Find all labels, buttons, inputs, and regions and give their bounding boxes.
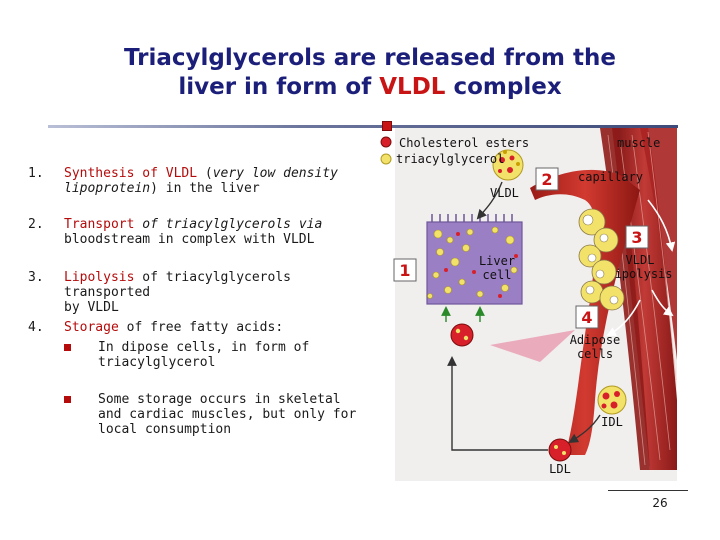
ldl-particle-icon bbox=[548, 438, 572, 462]
step-badge-2: 2 bbox=[535, 167, 559, 191]
cholesterol-ester-marker-icon bbox=[380, 136, 392, 148]
label-vldl-lipolysis-line1: VLDL bbox=[626, 253, 655, 267]
label-vldl-lipolysis-line2: lipolysis bbox=[607, 267, 672, 281]
list-number: 2. bbox=[28, 217, 44, 232]
triacylglycerol-marker-icon bbox=[380, 153, 392, 165]
text-fragment: of free fatty acids: bbox=[118, 320, 284, 335]
idl-particle-icon bbox=[597, 385, 627, 415]
sub-item-line: In dipose cells, in form of bbox=[98, 340, 310, 355]
vldl-particle-icon bbox=[450, 323, 474, 347]
secretion-arrow bbox=[476, 181, 503, 220]
text-fragment: ( bbox=[197, 166, 213, 181]
step-badge-1: 1 bbox=[393, 258, 417, 282]
step-number: 2 bbox=[541, 170, 552, 189]
list-number: 3. bbox=[28, 270, 44, 285]
keyword-synthesis: Synthesis of VLDL bbox=[64, 166, 198, 181]
text-italic: very low density bbox=[212, 166, 338, 181]
list-text: Lipolysis of triacylglycerols transporte… bbox=[64, 270, 379, 315]
list-number: 4. bbox=[28, 320, 44, 335]
label-capillary: capillary bbox=[578, 170, 643, 184]
text-italic: lipoprotein bbox=[64, 181, 151, 196]
keyword-transport: Transport bbox=[64, 217, 135, 232]
square-bullet-icon bbox=[64, 344, 71, 351]
label-triacylglycerol: triacylglycerol bbox=[396, 152, 504, 166]
text-fragment: ) in the liver bbox=[150, 181, 260, 196]
idl-to-ldl-arrow bbox=[568, 414, 601, 444]
ldl-return-arrow bbox=[447, 356, 548, 451]
label-adipose-line1: Adipose bbox=[570, 333, 621, 347]
title-divider bbox=[48, 125, 678, 128]
square-bullet-icon bbox=[64, 396, 71, 403]
slide-title: Triacylglycerols are released from the l… bbox=[60, 44, 680, 102]
sub-item-line: and cardiac muscles, but only for bbox=[98, 407, 357, 422]
label-vldl: VLDL bbox=[490, 186, 519, 200]
step-badge-4: 4 bbox=[575, 305, 599, 329]
return-wedge bbox=[490, 330, 575, 362]
title-divider-marker bbox=[382, 121, 392, 131]
sub-item-line: local consumption bbox=[98, 422, 232, 437]
title-line-2: liver in form of VLDL complex bbox=[60, 73, 680, 102]
fatty-acid-arrows bbox=[606, 199, 676, 336]
list-text: Storage of free fatty acids: bbox=[64, 320, 379, 335]
list-number: 1. bbox=[28, 166, 44, 181]
sub-item-muscle-storage: Some storage occurs in skeletal and card… bbox=[98, 392, 378, 437]
vldl-particle-icon bbox=[492, 149, 524, 181]
page-number: 26 bbox=[652, 496, 668, 510]
sub-item-line: triacylglycerol bbox=[98, 355, 216, 370]
label-cholesterol-esters: Cholesterol esters bbox=[399, 136, 529, 150]
title-line-2-prefix: liver in form of bbox=[178, 74, 380, 100]
label-muscle: muscle bbox=[617, 136, 660, 150]
text-fragment: by VLDL bbox=[64, 300, 119, 315]
liver-label-line1: Liver bbox=[479, 254, 515, 268]
title-accent-vldl: VLDL bbox=[379, 74, 446, 100]
label-adipose-line2: cells bbox=[577, 347, 613, 361]
sub-item-line: Some storage occurs in skeletal bbox=[98, 392, 341, 407]
footer-divider bbox=[608, 490, 688, 491]
text-fragment: bloodstream in complex with VLDL bbox=[64, 232, 315, 247]
step-number: 4 bbox=[581, 308, 592, 327]
label-ldl: LDL bbox=[549, 462, 571, 476]
sub-item-adipose: In dipose cells, in form of triacylglyce… bbox=[98, 340, 378, 370]
text-fragment: of triacylglycerols transported bbox=[64, 270, 291, 300]
receptor-arrows bbox=[441, 306, 485, 322]
keyword-storage: Storage bbox=[64, 320, 119, 335]
step-badge-3: 3 bbox=[625, 225, 649, 249]
step-number: 3 bbox=[631, 228, 642, 247]
adipose-cells bbox=[578, 208, 625, 311]
text-fragment: of triacylglycerols via bbox=[134, 217, 323, 232]
label-idl: IDL bbox=[601, 415, 623, 429]
title-line-2-suffix: complex bbox=[445, 74, 562, 100]
keyword-lipolysis: Lipolysis bbox=[64, 270, 135, 285]
liver-cell bbox=[426, 214, 523, 305]
step-number: 1 bbox=[399, 261, 410, 280]
liver-label-line2: cell bbox=[483, 268, 512, 282]
list-text: Synthesis of VLDL (very low density lipop… bbox=[64, 166, 379, 196]
title-line-1: Triacylglycerols are released from the bbox=[124, 45, 616, 71]
